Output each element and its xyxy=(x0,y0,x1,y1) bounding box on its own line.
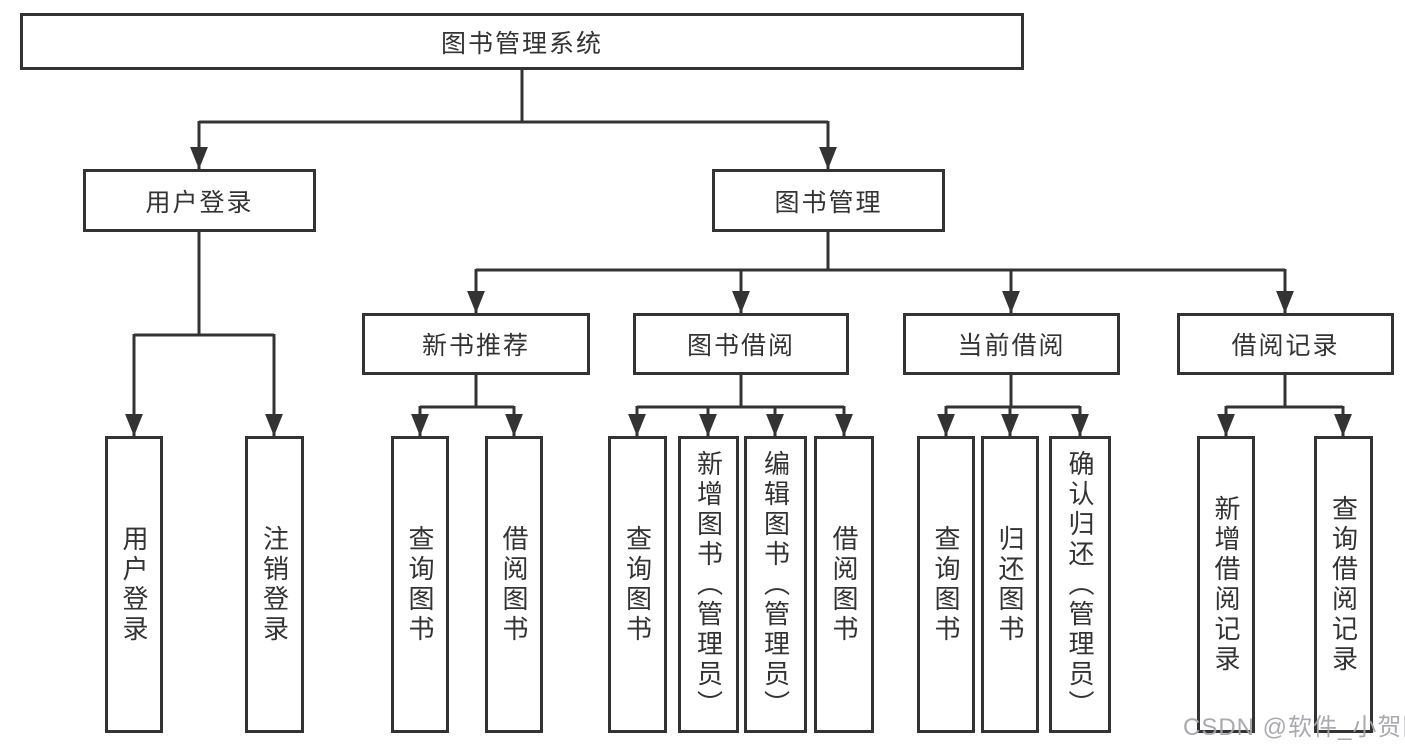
node-new-book-recommend: 新书推荐 xyxy=(362,313,590,375)
node-label: 归还图书 xyxy=(995,524,1025,645)
node-label: 用户登录 xyxy=(145,188,254,217)
node-label: 确认归还（管理员） xyxy=(1065,449,1095,720)
node-label: 图书管理系统 xyxy=(440,29,603,58)
node-confirm-return-admin: 确认归还（管理员） xyxy=(1049,436,1111,733)
node-label: 图书借阅 xyxy=(686,332,795,360)
node-borrow-books: 借阅图书 xyxy=(814,436,874,733)
node-add-borrow-record: 新增借阅记录 xyxy=(1197,436,1255,733)
node-book-management: 图书管理 xyxy=(712,169,945,232)
node-label: 图书管理 xyxy=(774,188,883,217)
node-label: 借阅图书 xyxy=(499,524,529,645)
node-label: 查询图书 xyxy=(405,524,435,645)
node-label: 借阅记录 xyxy=(1231,332,1340,360)
node-label: 查询借阅记录 xyxy=(1328,494,1359,675)
node-label: 当前借阅 xyxy=(957,332,1066,360)
node-query-books: 查询图书 xyxy=(391,436,449,733)
node-label: 新增借阅记录 xyxy=(1211,494,1241,675)
node-label: 查询图书 xyxy=(622,524,653,645)
node-label: 新增图书（管理员） xyxy=(693,449,724,720)
node-current-borrowing: 当前借阅 xyxy=(903,313,1120,375)
node-query-books: 查询图书 xyxy=(917,436,975,733)
node-query-books: 查询图书 xyxy=(608,436,667,733)
node-label: 注销登录 xyxy=(259,524,290,645)
node-label: 借阅图书 xyxy=(829,524,859,645)
node-user-login-action: 用户登录 xyxy=(105,436,163,733)
node-return-books: 归还图书 xyxy=(981,436,1039,733)
node-label: 用户登录 xyxy=(119,524,149,645)
node-user-login: 用户登录 xyxy=(83,169,316,232)
node-label: 新书推荐 xyxy=(421,332,530,360)
node-library-system: 图书管理系统 xyxy=(20,13,1024,70)
node-add-books-admin: 新增图书（管理员） xyxy=(678,436,739,733)
node-borrowing-records: 借阅记录 xyxy=(1177,313,1394,375)
node-logout-action: 注销登录 xyxy=(245,436,304,733)
node-label: 编辑图书（管理员） xyxy=(760,449,791,720)
node-query-borrow-record: 查询借阅记录 xyxy=(1314,436,1373,733)
node-book-borrowing: 图书借阅 xyxy=(633,313,849,375)
node-borrow-books: 借阅图书 xyxy=(485,436,543,733)
node-edit-books-admin: 编辑图书（管理员） xyxy=(744,436,807,733)
node-label: 查询图书 xyxy=(931,524,961,645)
watermark: CSDN @软件_小贺同学 xyxy=(1183,714,1405,741)
